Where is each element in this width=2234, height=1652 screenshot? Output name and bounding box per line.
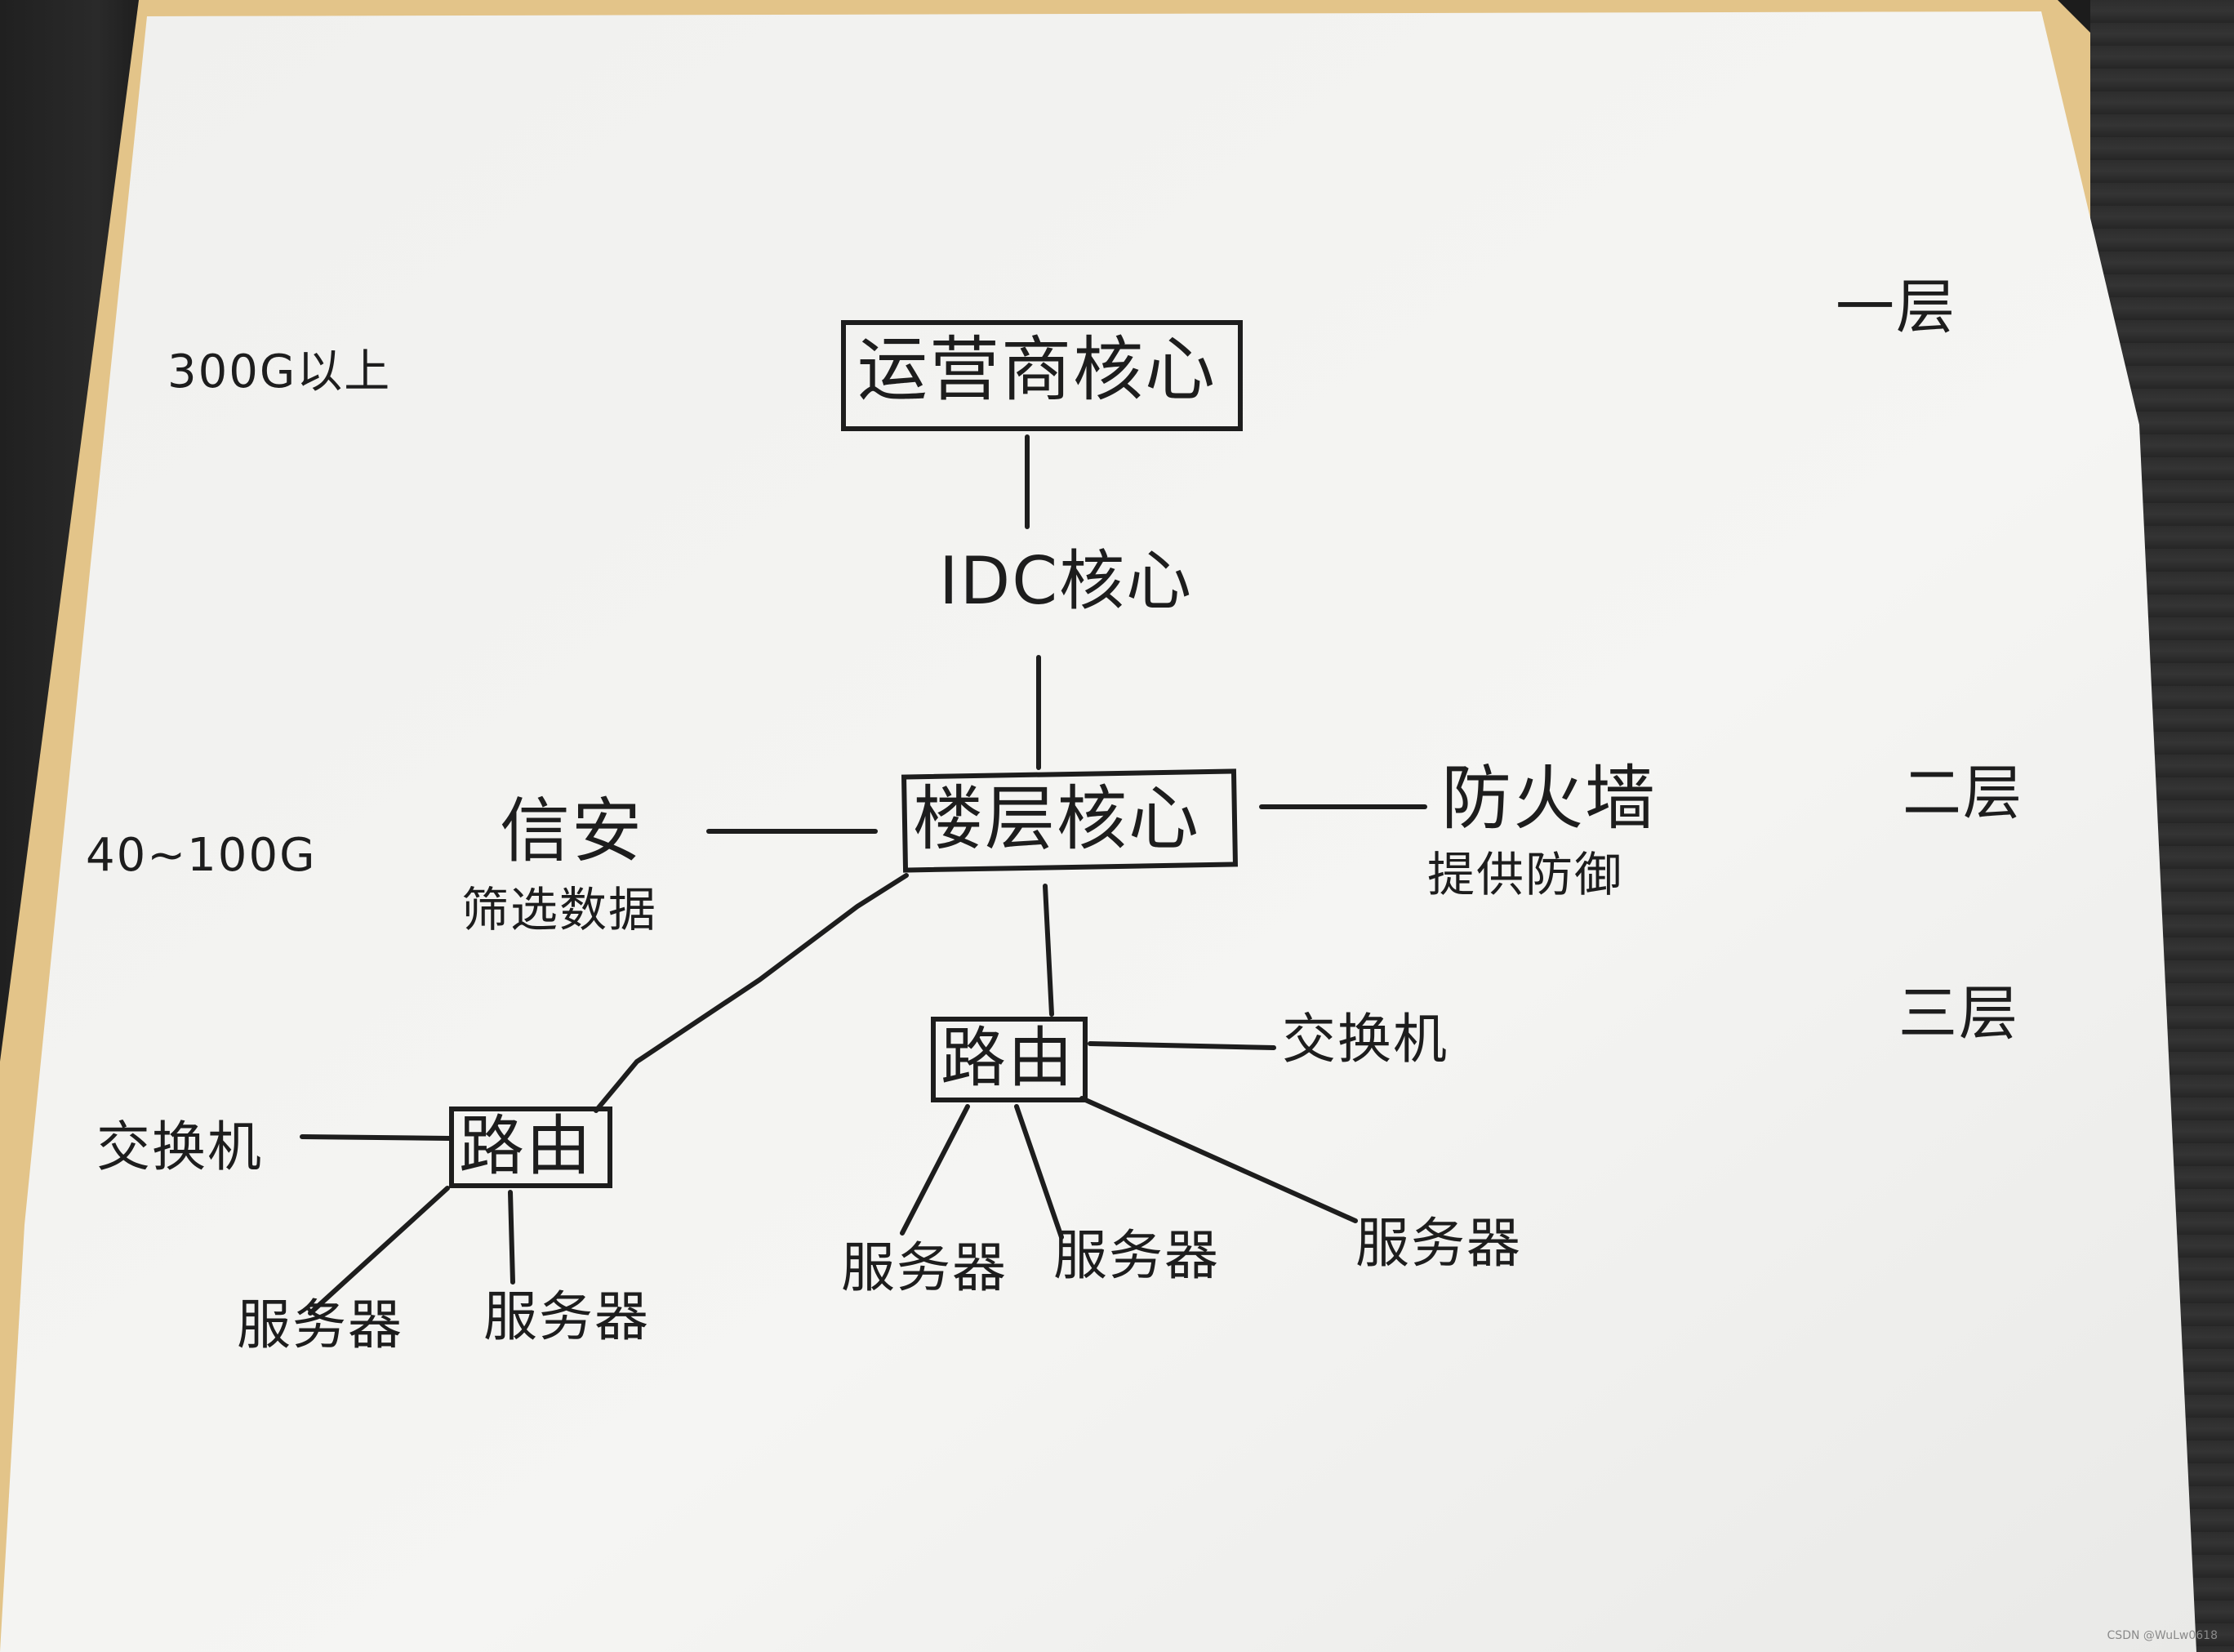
bandwidth-mid-note: 40~100G	[86, 833, 316, 879]
layer-3-label: 三层	[1898, 984, 2019, 1043]
firewall-note: 提供防御	[1427, 851, 1623, 898]
watermark: CSDN @WuLw0618	[2107, 1629, 2218, 1642]
layer-1-label: 一层	[1836, 278, 1956, 336]
carrier-core-label: 运营商核心	[857, 335, 1217, 405]
link-router-left-server-2	[510, 1192, 513, 1282]
infosec-note: 筛选数据	[461, 886, 657, 933]
bandwidth-top-note: 300G以上	[167, 350, 391, 395]
server-4-label: 服务器	[1053, 1229, 1220, 1283]
link-switch-router-left	[302, 1137, 451, 1138]
router-left-label: 路由	[459, 1114, 593, 1179]
idc-core-label: IDC核心	[939, 549, 1193, 614]
server-3-label: 服务器	[841, 1241, 1008, 1295]
infosec-label: 信安	[500, 796, 643, 866]
router-right-label: 路由	[941, 1026, 1075, 1091]
firewall-label: 防火墙	[1441, 764, 1657, 834]
switch-left-label: 交换机	[96, 1120, 263, 1174]
switch-right-label: 交换机	[1282, 1013, 1449, 1066]
server-5-label: 服务器	[1355, 1217, 1522, 1271]
floor-core-label: 楼层核心	[913, 784, 1200, 854]
server-1-label: 服务器	[237, 1298, 403, 1352]
layer-2-label: 二层	[1902, 764, 2023, 822]
server-2-label: 服务器	[483, 1290, 650, 1344]
